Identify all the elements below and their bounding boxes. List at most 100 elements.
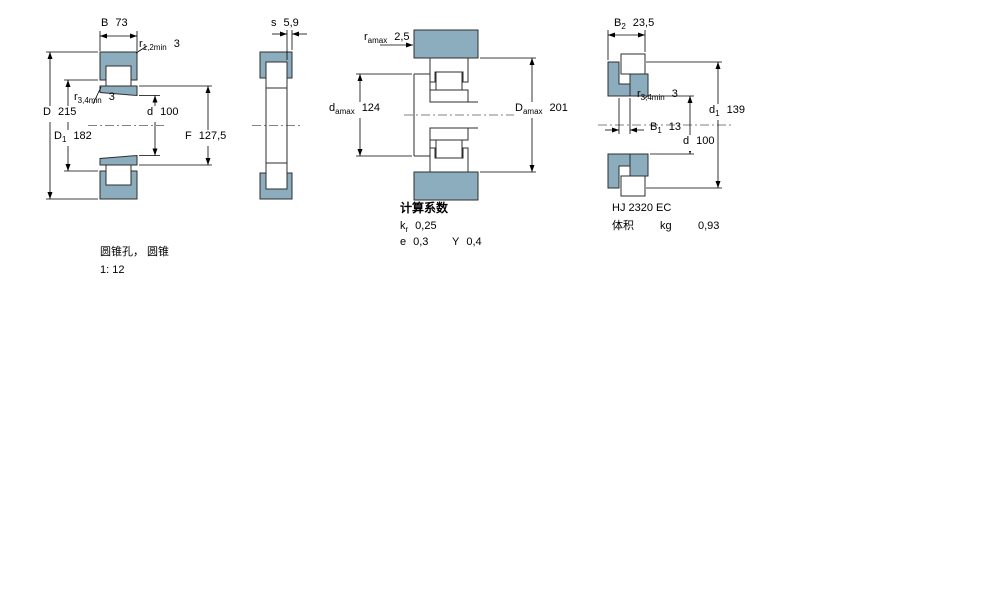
roller-bottom — [105, 164, 132, 186]
roller-top — [105, 65, 132, 87]
dim-symbol: r — [364, 31, 368, 43]
inner-ring-outline-top — [429, 89, 469, 103]
outer-ring-outline-top — [429, 57, 469, 83]
housing-section-top — [413, 29, 479, 59]
dim-value: 3 — [108, 91, 115, 103]
factor-symbol: k — [400, 220, 406, 232]
dim-subscript: amax — [522, 107, 543, 117]
dim-B — [99, 31, 138, 51]
dim-B1 — [605, 98, 644, 134]
dim-symbol: r — [637, 88, 641, 100]
diagram-bearing-cross-section — [46, 31, 212, 200]
diagram-angle-ring — [598, 30, 732, 197]
angle-ring-designation: HJ 2320 EC — [612, 202, 671, 215]
factor-subscript: r — [405, 225, 409, 235]
dim-value: 3 — [173, 38, 180, 50]
dim-symbol: B — [614, 17, 622, 29]
dim-value: 215 — [57, 106, 77, 118]
dim-value: 100 — [160, 106, 179, 118]
dim-subscript: 1 — [715, 109, 720, 119]
dim-value: 182 — [73, 130, 92, 142]
dim-label-ramax: ramax 2,5 — [364, 31, 410, 47]
dim-F — [139, 85, 212, 166]
dim-symbol: F — [185, 130, 192, 142]
roller-top — [265, 61, 288, 89]
dim-label-d1: d1 139 — [708, 104, 746, 121]
calculation-factors-title: 计算系数 — [400, 202, 448, 215]
inner-ring-section-bottom — [99, 154, 138, 166]
dim-value: 201 — [549, 102, 568, 114]
dim-label-r34min-hj: r3,4min 3 — [637, 88, 678, 104]
note-taper-ratio: 1: 12 — [100, 264, 124, 277]
housing-section-bottom — [413, 171, 479, 201]
inner-ring-section-bottom — [629, 153, 649, 177]
dim-symbol: d — [709, 104, 716, 116]
dim-label-d: d 100 — [146, 106, 180, 123]
dim-value: 100 — [696, 135, 715, 147]
dim-symbol: D — [515, 102, 523, 114]
dim-label-s: s 5,9 — [271, 17, 299, 33]
mass-unit-text: kg — [660, 220, 672, 232]
dim-symbol: d — [329, 102, 336, 114]
roller-outline-bottom — [435, 139, 463, 159]
dim-value: 127,5 — [198, 130, 227, 142]
dim-subscript: 2 — [621, 22, 626, 32]
dim-symbol: r — [74, 91, 78, 103]
dim-label-Damax: Damax 201 — [514, 102, 569, 119]
title-text: 计算系数 — [400, 201, 449, 215]
dim-subscript: 1 — [657, 126, 662, 136]
designation-text: HJ 2320 EC — [612, 202, 672, 214]
factor-symbol: Y — [452, 236, 460, 248]
note-text: 圆锥孔， 圆锥 — [100, 246, 170, 258]
ring-section-bottom — [259, 172, 293, 200]
roller-outline-top — [435, 71, 463, 91]
roller-bottom — [265, 162, 288, 190]
dim-value: 5,9 — [283, 17, 299, 29]
leader-r34 — [92, 86, 102, 105]
inner-ring-outline-bottom — [429, 127, 469, 141]
mass-label-text: 体积 — [612, 220, 634, 232]
dim-d1 — [646, 61, 722, 189]
factor-value: 0,4 — [466, 236, 482, 248]
mass-value: 0,93 — [698, 220, 719, 233]
dim-label-B2: B2 23,5 — [614, 17, 654, 33]
dim-symbol: D — [54, 130, 62, 142]
dim-subscript: amax — [367, 36, 388, 46]
dim-D — [46, 51, 98, 200]
dim-D1 — [64, 79, 98, 172]
dim-symbol: d — [147, 106, 154, 118]
dim-subscript: 3,4min — [640, 93, 665, 103]
mass-unit: kg — [660, 220, 672, 233]
dim-label-F: F 127,5 — [184, 130, 228, 147]
dim-d — [139, 95, 160, 156]
dim-subscript: amax — [335, 107, 355, 117]
dim-subscript: 3,4min — [77, 96, 102, 106]
dim-label-r34min: r3,4min 3 — [74, 91, 115, 107]
factor-symbol: e — [400, 236, 407, 248]
leader-r34 — [643, 94, 650, 100]
shaft-outline — [413, 73, 478, 157]
dim-value: 23,5 — [632, 17, 655, 29]
dim-value: 3 — [671, 88, 678, 100]
dim-symbol: s — [271, 17, 277, 29]
dim-value: 13 — [668, 121, 682, 133]
inner-ring-section-top — [99, 85, 138, 97]
factor-value: 0,3 — [413, 236, 429, 248]
dim-label-D1: D1 182 — [53, 130, 93, 147]
dim-symbol: D — [43, 106, 51, 118]
factor-Y: Y 0,4 — [452, 236, 482, 252]
dim-label-D: D 215 — [42, 106, 78, 123]
dim-value: 2,5 — [394, 31, 410, 43]
dim-B2 — [607, 30, 646, 60]
dim-value: 73 — [115, 17, 128, 29]
note-tapered-bore: 圆锥孔， 圆锥 — [100, 246, 169, 259]
mass-label: 体积 — [612, 220, 634, 233]
dim-value: 139 — [726, 104, 745, 116]
dim-subscript: 1 — [61, 135, 67, 145]
